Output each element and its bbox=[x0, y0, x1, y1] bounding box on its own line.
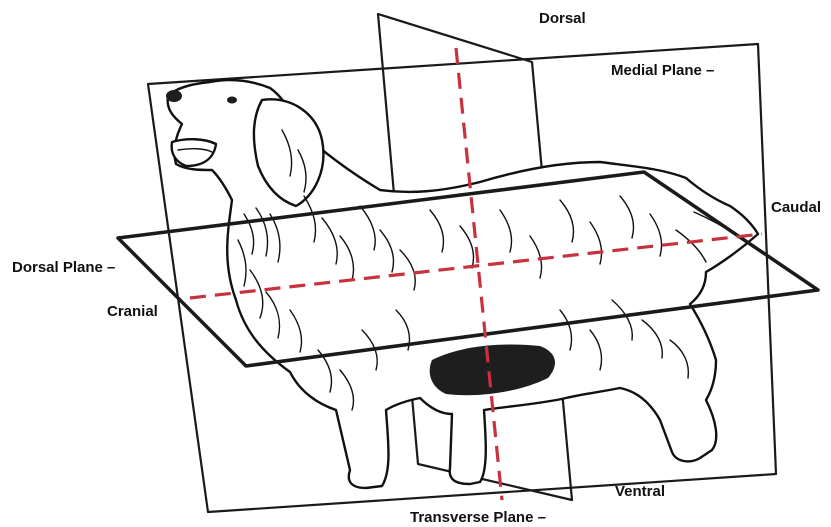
label-ventral: Ventral bbox=[615, 484, 665, 499]
dog-eye bbox=[227, 97, 237, 104]
label-caudal: Caudal bbox=[771, 200, 821, 215]
label-transverse-plane: Transverse Plane – bbox=[410, 510, 546, 525]
dog-nose bbox=[166, 90, 182, 102]
dog-illustration bbox=[166, 80, 758, 488]
label-medial-plane: Medial Plane – bbox=[611, 63, 714, 78]
label-dorsal-plane: Dorsal Plane – bbox=[12, 260, 115, 275]
label-cranial: Cranial bbox=[107, 304, 158, 319]
label-dorsal: Dorsal bbox=[539, 11, 586, 26]
